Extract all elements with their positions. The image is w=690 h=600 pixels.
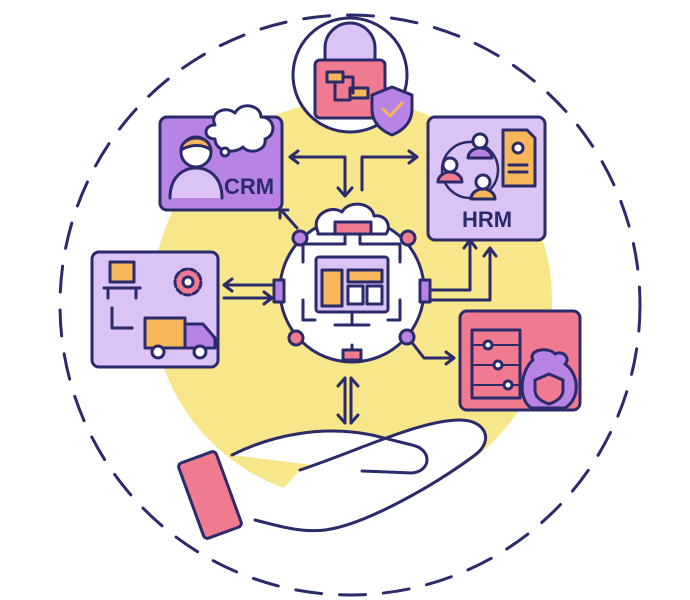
- connection-arrows: [222, 149, 498, 425]
- crm-label: CRM: [224, 174, 275, 199]
- hrm-module: [426, 115, 547, 242]
- finance-module: [458, 309, 582, 412]
- open-hand-icon: [177, 418, 488, 540]
- cloud-server-hub: [272, 202, 432, 364]
- hrm-label: HRM: [462, 207, 513, 232]
- dashed-orbit: [58, 13, 642, 597]
- logistics-module: [90, 250, 220, 369]
- crm-module: [158, 104, 284, 212]
- lock-shield-icon: [291, 16, 414, 137]
